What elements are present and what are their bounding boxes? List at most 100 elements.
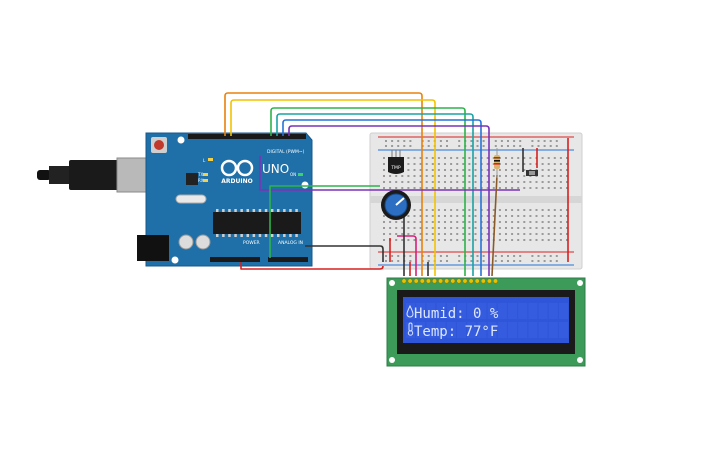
- breadboard-hole: [486, 239, 489, 241]
- breadboard-hole: [419, 157, 422, 159]
- breadboard-hole: [395, 187, 398, 189]
- breadboard-rail-hole: [458, 145, 461, 147]
- breadboard-hole: [517, 187, 520, 189]
- breadboard-hole: [425, 227, 428, 229]
- switch-component[interactable]: [526, 170, 538, 176]
- breadboard-hole: [431, 181, 434, 183]
- breadboard-hole: [401, 221, 404, 223]
- breadboard-rail-hole: [391, 255, 394, 257]
- breadboard-rail-hole: [555, 140, 558, 142]
- breadboard-hole: [535, 239, 538, 241]
- breadboard-rail-hole: [397, 145, 400, 147]
- wire-brown[interactable]: [491, 174, 498, 277]
- power-header[interactable]: [210, 257, 260, 262]
- breadboard-hole: [419, 181, 422, 183]
- wire-yellow[interactable]: [230, 99, 436, 276]
- breadboard-rail-hole: [439, 255, 442, 257]
- wire-green-5v[interactable]: [269, 185, 380, 258]
- chip-pin: [252, 209, 256, 212]
- wire-purple-gnd[interactable]: [259, 156, 520, 191]
- lcd-cell: [467, 303, 477, 319]
- tmp-sensor[interactable]: TMP: [388, 150, 404, 174]
- breadboard-hole: [486, 157, 489, 159]
- breadboard-rail-hole: [476, 260, 479, 262]
- lcd-pin: [486, 278, 492, 284]
- lcd-line-1: Humid: 0 %: [414, 306, 499, 322]
- breadboard-hole: [456, 209, 459, 211]
- breadboard-hole: [529, 215, 532, 217]
- breadboard-rail-hole: [403, 145, 406, 147]
- breadboard-hole: [401, 187, 404, 189]
- breadboard-hole: [517, 233, 520, 235]
- breadboard-rail-hole: [397, 140, 400, 142]
- wire-magenta[interactable]: [397, 235, 417, 276]
- wire-teal[interactable]: [276, 113, 474, 276]
- breadboard-hole: [462, 181, 465, 183]
- breadboard-rail-hole: [476, 145, 479, 147]
- breadboard-hole: [535, 227, 538, 229]
- chip-pin: [228, 234, 231, 237]
- breadboard-rail-hole: [494, 260, 497, 262]
- chip-pin: [283, 209, 286, 212]
- breadboard-hole: [413, 221, 416, 223]
- breadboard-hole: [431, 233, 434, 235]
- lcd-cell: [508, 322, 517, 338]
- lcd-module[interactable]: Humid: 0 % Temp: 77°F: [386, 277, 586, 367]
- analog-header[interactable]: [268, 257, 308, 262]
- lcd-cell: [426, 303, 436, 319]
- breadboard-hole: [498, 215, 501, 217]
- lcd-cell: [457, 303, 466, 319]
- breadboard-hole: [498, 169, 501, 171]
- breadboard-hole: [547, 163, 550, 165]
- breadboard-hole: [517, 227, 520, 229]
- wire-red-5v[interactable]: [240, 262, 384, 270]
- breadboard-hole: [505, 163, 507, 165]
- breadboard-hole: [407, 175, 410, 177]
- lcd-pin: [450, 278, 456, 284]
- breadboard-rail-hole: [543, 140, 546, 142]
- breadboard-rail-hole: [385, 140, 387, 142]
- reset-button-cap[interactable]: [154, 140, 164, 150]
- breadboard-hole: [419, 227, 422, 229]
- breadboard[interactable]: [369, 132, 583, 270]
- breadboard-rail-hole: [427, 260, 430, 262]
- breadboard-hole: [444, 169, 446, 171]
- breadboard-hole: [419, 233, 422, 235]
- breadboard-hole: [383, 233, 385, 235]
- lcd-cell: [467, 322, 477, 338]
- wire-black-gnd[interactable]: [305, 245, 384, 262]
- lcd-cell: [528, 303, 538, 319]
- breadboard-hole: [529, 163, 532, 165]
- breadboard-hole: [437, 227, 440, 229]
- breadboard-hole: [486, 209, 489, 211]
- arduino-brand-label: ARDUINO: [221, 178, 252, 185]
- breadboard-hole: [505, 233, 507, 235]
- breadboard-rail-hole: [519, 140, 522, 142]
- breadboard-rail-hole: [549, 260, 552, 262]
- wire-green[interactable]: [270, 107, 466, 276]
- potentiometer[interactable]: [381, 190, 411, 220]
- breadboard-hole: [425, 187, 428, 189]
- breadboard-rail-hole: [446, 145, 448, 147]
- breadboard-rail-hole: [403, 140, 406, 142]
- breadboard-hole: [456, 169, 459, 171]
- breadboard-hole: [517, 221, 520, 223]
- wire-purple[interactable]: [288, 125, 490, 276]
- resistor[interactable]: [494, 148, 500, 178]
- breadboard-hole: [437, 221, 440, 223]
- wires[interactable]: [224, 92, 569, 277]
- breadboard-hole: [450, 157, 453, 159]
- breadboard-rail-hole: [409, 145, 412, 147]
- wire-blue[interactable]: [282, 119, 482, 276]
- breadboard-rail-hole: [531, 140, 534, 142]
- digital-header[interactable]: [188, 134, 306, 139]
- breadboard-hole: [413, 227, 416, 229]
- wire-orange[interactable]: [224, 92, 423, 276]
- breadboard-hole: [541, 221, 544, 223]
- breadboard-hole: [462, 163, 465, 165]
- lcd-cell: [487, 322, 497, 338]
- breadboard-hole: [535, 187, 538, 189]
- breadboard-hole: [437, 169, 440, 171]
- breadboard-hole: [492, 163, 495, 165]
- breadboard-hole: [523, 227, 526, 229]
